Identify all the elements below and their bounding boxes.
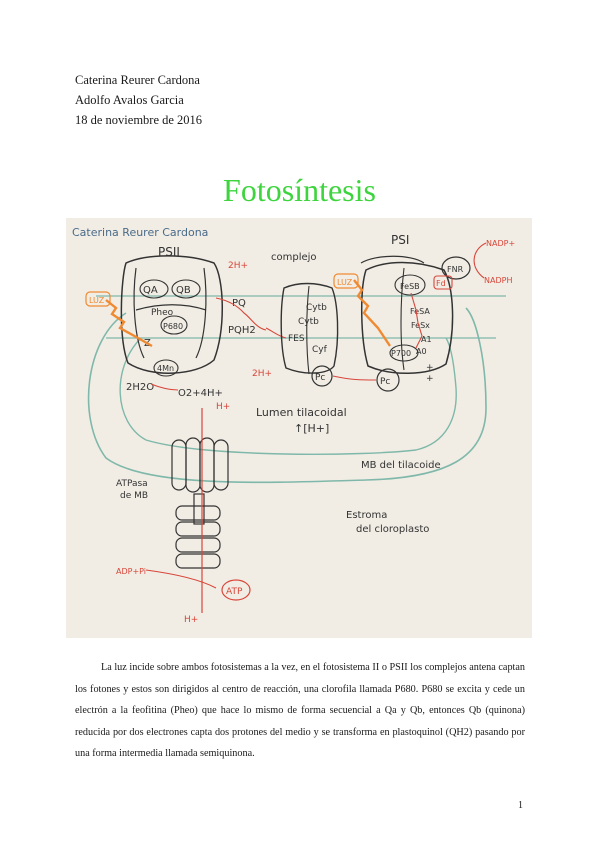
- water-label: 2H2O: [126, 382, 154, 393]
- mn-label: 4Mn: [157, 364, 174, 373]
- fd-label: Fd: [436, 279, 446, 288]
- nadph-label: NADPH: [484, 276, 512, 285]
- pc-circle-1: [311, 365, 333, 387]
- pc-circle-2: [376, 368, 400, 392]
- author-name: Adolfo Avalos Garcia: [75, 93, 184, 107]
- atpasa-label-1: ATPasa: [116, 479, 148, 489]
- fesx-label: FeSx: [411, 321, 430, 330]
- cytf-label: Cyf: [312, 345, 328, 355]
- atp-synthase: [171, 437, 229, 569]
- fd-box: [433, 275, 453, 290]
- cytb-label-1: Cytb: [306, 303, 327, 313]
- estroma-label-2: del cloroplasto: [356, 524, 429, 535]
- psii-label: PSII: [158, 245, 180, 259]
- psi-label: PSI: [391, 233, 409, 247]
- pc-label-1: Pc: [315, 373, 325, 383]
- h-top-label: 2H+: [228, 261, 248, 271]
- atp-label: ATP: [226, 587, 243, 597]
- a1-label: A1: [421, 335, 432, 344]
- thylakoid-outer-membrane: [87, 307, 487, 484]
- estroma-label-1: Estroma: [346, 510, 387, 521]
- luz-left-label: LUZ: [89, 296, 105, 305]
- atpasa-label-2: de MB: [120, 491, 148, 501]
- pc-label-2: Pc: [380, 377, 390, 387]
- fnr-shape: [441, 256, 471, 280]
- complejo-label: complejo: [271, 252, 317, 263]
- proton-gradient-label: ↑[H+]: [294, 422, 329, 435]
- atp-circle: [221, 579, 251, 601]
- diagram-canvas: Caterina Reurer Cardona PSII QA QB Pheo …: [72, 226, 515, 625]
- pq-label: PQ: [232, 298, 246, 309]
- light-arrow-left: [105, 299, 153, 348]
- nadp-label: NADP+: [486, 239, 515, 248]
- document-date: 18 de noviembre de 2016: [75, 113, 203, 127]
- plus-mark: +: [426, 374, 434, 384]
- h-plus-bottom-label: H+: [184, 615, 198, 625]
- page-number: 1: [518, 800, 523, 811]
- author-block: Caterina Reurer Cardona Adolfo Avalos Ga…: [75, 70, 202, 130]
- thylakoid-inner-membrane: [119, 337, 457, 455]
- fes-label: FES: [288, 334, 305, 344]
- pheo-label: Pheo: [151, 308, 174, 318]
- pq-reduction-arrow: [215, 297, 267, 331]
- body-paragraph: La luz incide sobre ambos fotosistemas a…: [75, 662, 525, 759]
- fnr-label: FNR: [447, 265, 464, 274]
- page-title: Fotosíntesis: [223, 172, 376, 208]
- fesa-label: FeSA: [410, 307, 430, 316]
- luz-right-box: [333, 273, 359, 289]
- luz-left-box: [85, 291, 111, 307]
- qa-label: QA: [143, 285, 158, 296]
- lumen-label: Lumen tilacoidal: [256, 406, 347, 419]
- plus-mark: +: [426, 363, 434, 373]
- photosynthesis-diagram: Caterina Reurer Cardona PSII QA QB Pheo …: [66, 218, 532, 638]
- fesb-label: FeSB: [400, 282, 420, 291]
- pqh2-label: PQH2: [228, 325, 256, 336]
- adp-to-atp-arrow: [145, 569, 217, 589]
- luz-right-label: LUZ: [337, 278, 353, 287]
- a0-label: A0: [416, 347, 427, 356]
- mb-tilacoide-label: MB del tilacoide: [361, 460, 441, 471]
- psi-complex: [360, 255, 454, 374]
- h-plus-top-label: H+: [216, 402, 230, 412]
- qb-label: QB: [176, 285, 191, 296]
- diagram-author-label: Caterina Reurer Cardona: [72, 226, 208, 239]
- cytochrome-complex: [280, 282, 339, 375]
- pc-transfer-arrow: [332, 375, 377, 381]
- light-arrow-right: [353, 279, 391, 347]
- water-split-arrow: [150, 383, 179, 391]
- h-bottom-label: 2H+: [252, 369, 272, 379]
- p700-label: P700: [391, 349, 411, 358]
- pqh2-to-cytb-arrow: [265, 327, 287, 339]
- adp-label: ADP+Pi: [116, 567, 146, 576]
- psi-electron-arrow: [410, 292, 423, 349]
- p680-label: P680: [163, 322, 183, 331]
- oxygen-label: O2+4H+: [178, 388, 223, 399]
- nadp-reduction-arrow: [473, 242, 487, 279]
- author-name: Caterina Reurer Cardona: [75, 73, 200, 87]
- cytb-label-2: Cytb: [298, 317, 319, 327]
